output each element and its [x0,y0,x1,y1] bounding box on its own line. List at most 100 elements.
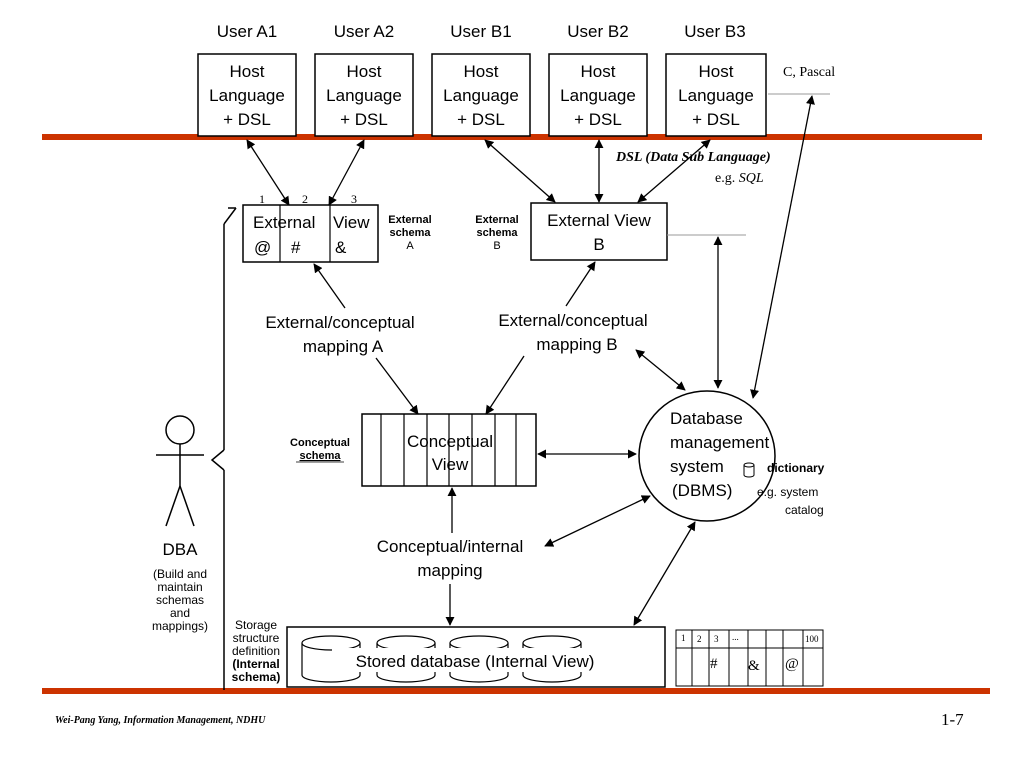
host-box-line: Host [347,62,382,81]
external-view-a-box [242,204,379,263]
storage-record-table [675,629,824,687]
host-box-line: Language [560,86,636,105]
conceptual-schema-line-2: schema [300,450,342,462]
host-box-b2: Host Language + DSL [548,53,648,137]
arrow-dbms-to-pascal [750,95,815,399]
host-box-a1: Host Language + DSL [197,53,297,137]
external-schema-a-line-3: A [406,240,414,252]
host-box-line: + DSL [340,110,388,129]
external-view-a-title-2: View [333,213,370,232]
external-view-b-box [530,202,668,261]
external-view-a-number-3: 3 [351,192,357,206]
dba-bracket [210,207,237,690]
external-schema-b-line-1: External [475,214,518,226]
mapping-a-line-1: External/conceptual [265,313,414,332]
footer-author: Wei-Pang Yang, Information Management, N… [55,715,266,726]
host-box-a2: Host Language + DSL [314,53,414,137]
storage-def-line-1: Storage [235,618,277,632]
host-box-line: + DSL [692,110,740,129]
external-view-b-line-2: B [593,235,604,254]
external-schema-b-line-3: B [493,240,500,252]
dba-person-icon [156,415,204,527]
stored-database-label: Stored database (Internal View) [356,652,595,671]
dictionary-label: dictionary [767,461,825,475]
dsl-note-title: DSL (Data Sub Language) [615,150,771,165]
storage-table-symbol-2: & [748,658,760,674]
storage-table-header-2: 2 [697,634,702,644]
arrow-b1-to-view-b [484,139,556,203]
arrow-mapping-b-to-view-b [565,261,596,307]
dba-note-line: (Build and [153,567,207,581]
storage-table-header-3: 3 [714,634,719,644]
external-view-a-number-1: 1 [259,192,265,206]
host-box-line: Host [581,62,616,81]
host-box-line: Language [326,86,402,105]
dsl-note-example: e.g. SQL [715,171,764,186]
host-box-line: Host [699,62,734,81]
storage-table-symbol-3: @ [785,656,799,672]
dba-label: DBA [163,540,199,559]
external-view-a-symbol-1: @ [254,238,271,257]
arrow-b3-to-view-b [637,139,711,203]
host-box-line: Host [230,62,265,81]
storage-def-line-4: (Internal [232,657,279,671]
dba-note-line: schemas [156,593,204,607]
dsl-note-example-sql: SQL [739,171,764,186]
external-view-a-number-2: 2 [302,192,308,206]
arrow-a1-to-view-a [246,139,290,206]
external-view-a-title-1: External [253,213,315,232]
mapping-b-line-2: mapping B [536,335,617,354]
external-view-b-line-1: External View [547,211,651,230]
external-schema-b-line-2: schema [477,227,519,239]
user-label-b3: User B3 [684,22,745,41]
arrow-a2-to-view-a [328,139,365,206]
storage-def-line-5: schema) [232,670,281,684]
arrow-ci-mapping-to-dbms [544,495,651,547]
arrow-mapping-a-to-conceptual [375,357,419,415]
connector-arrows [246,95,815,626]
dictionary-note-2: catalog [785,503,824,517]
host-box-line: Language [443,86,519,105]
host-box-line: Host [464,62,499,81]
host-box-line: Language [209,86,285,105]
top-divider-band [42,134,982,140]
external-schema-a-line-1: External [388,214,431,226]
host-box-b3: Host Language + DSL [665,53,767,137]
external-schema-a-line-2: schema [390,227,432,239]
dbms-ellipse [638,390,776,522]
conceptual-view-line-2: View [432,455,469,474]
host-language-note: C, Pascal [783,65,835,80]
mapping-a-line-2: mapping A [303,337,384,356]
external-view-a-symbol-2: # [291,238,301,257]
dsl-note-example-prefix: e.g. [715,171,739,186]
host-box-line: Language [678,86,754,105]
storage-def-line-2: structure [233,631,280,645]
storage-table-header-4: ... [732,632,739,642]
host-box-line: + DSL [574,110,622,129]
dbms-line-2: management [670,433,770,452]
arrow-mapping-a-to-view-a [313,263,346,309]
storage-table-header-5: 100 [805,634,819,644]
conceptual-view-line-1: Conceptual [407,432,493,451]
dictionary-note-1: e.g. system [757,485,818,499]
dbms-line-4: (DBMS) [672,481,732,500]
bottom-divider-band [42,688,990,694]
arrow-dbms-to-stored [633,521,696,626]
storage-table-symbol-1: # [710,656,718,672]
user-label-b2: User B2 [567,22,628,41]
arrow-mapping-b-to-conceptual [485,355,525,415]
host-box-line: + DSL [223,110,271,129]
external-view-a-symbol-3: & [335,238,347,257]
storage-table-header-1: 1 [681,633,686,643]
user-label-a2: User A2 [334,22,394,41]
conceptual-schema-line-1: Conceptual [290,437,350,449]
user-label-b1: User B1 [450,22,511,41]
dba-note-line: maintain [157,580,202,594]
conceptual-view-box [361,413,537,487]
mapping-b-line-1: External/conceptual [498,311,647,330]
dbms-line-1: Database [670,409,743,428]
ci-mapping-line-1: Conceptual/internal [377,537,523,556]
host-box-b1: Host Language + DSL [431,53,531,137]
user-label-a1: User A1 [217,22,277,41]
